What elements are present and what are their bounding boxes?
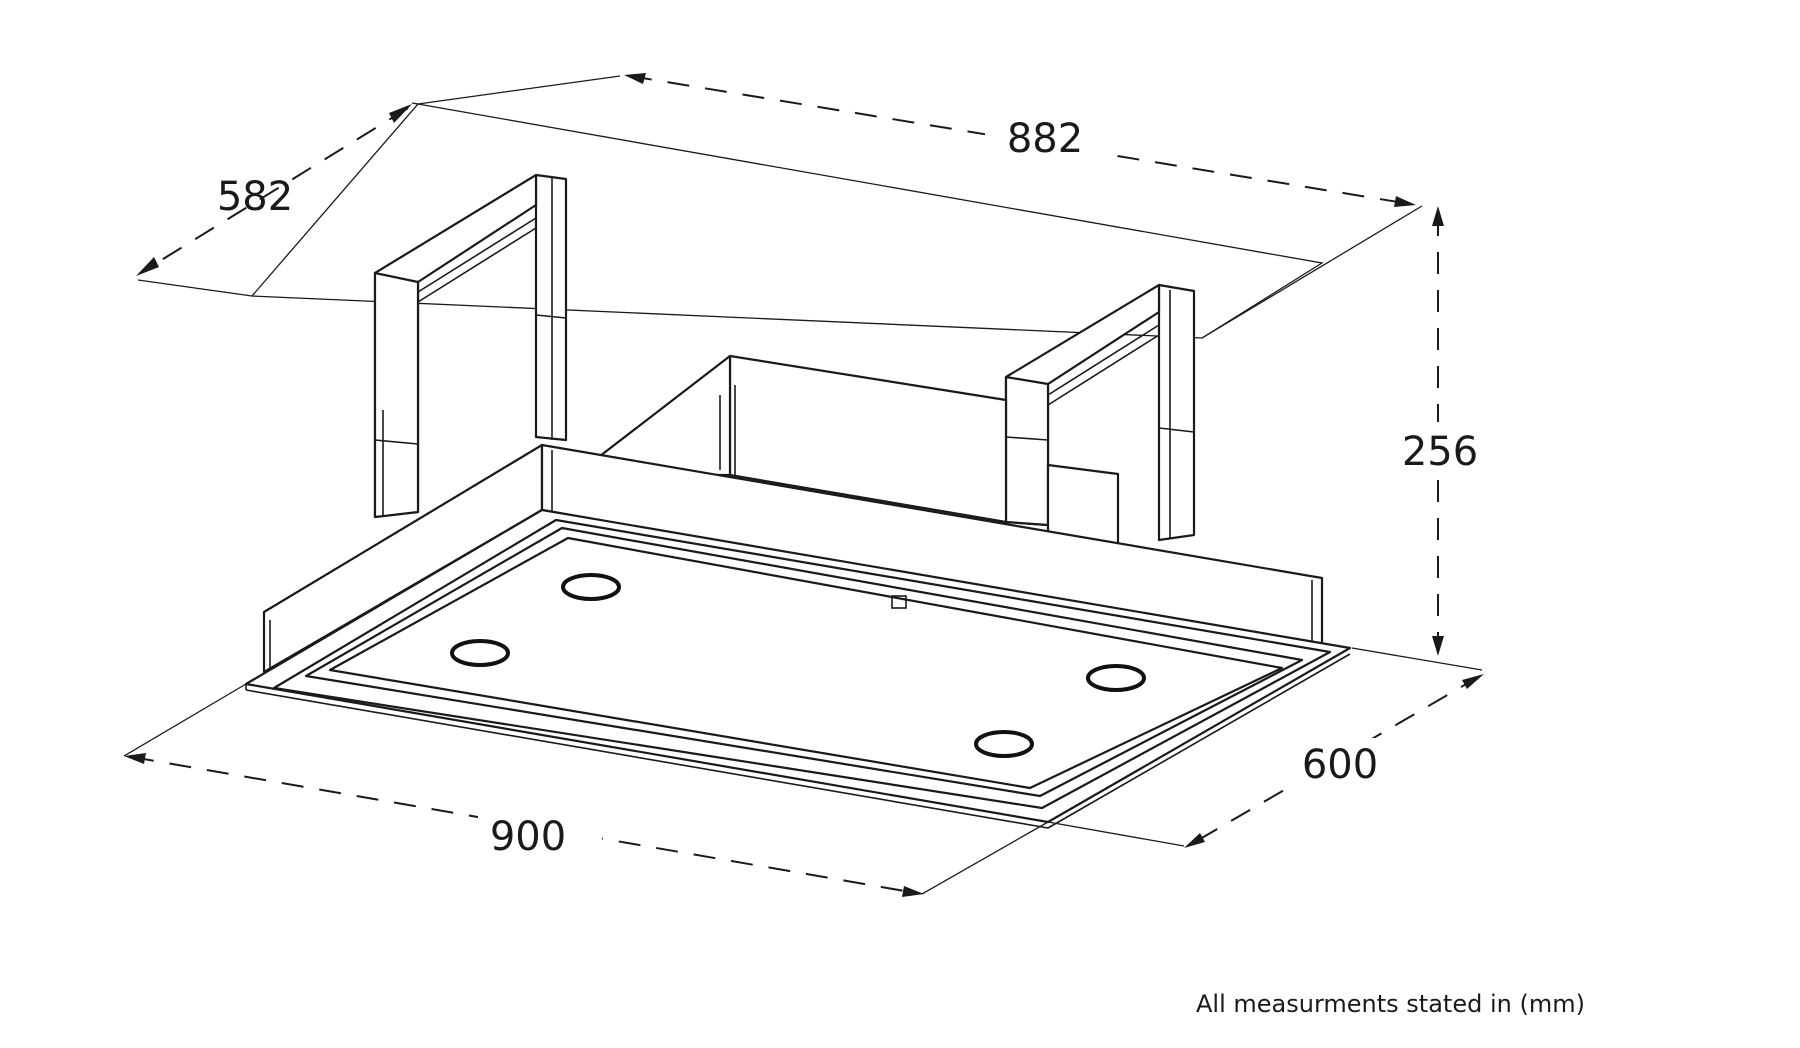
led-light-icon bbox=[450, 639, 510, 667]
sensor-icon bbox=[891, 595, 907, 609]
dimension-600: 600 bbox=[1047, 674, 1484, 848]
led-lights bbox=[450, 573, 1146, 758]
dimension-label-256: 256 bbox=[1402, 429, 1478, 475]
dimension-label-582: 582 bbox=[217, 174, 293, 220]
dimension-582: 582 bbox=[136, 102, 419, 297]
left-mounting-bracket bbox=[373, 173, 568, 519]
dimension-label-900: 900 bbox=[490, 814, 566, 860]
led-light-icon bbox=[974, 730, 1034, 758]
bottom-filter-panel bbox=[328, 536, 1284, 790]
led-light-icon bbox=[1086, 664, 1146, 692]
dimension-882: 882 bbox=[417, 73, 1423, 339]
right-mounting-bracket bbox=[1004, 283, 1196, 542]
dimension-label-882: 882 bbox=[1007, 116, 1083, 162]
units-footnote: All measurments stated in (mm) bbox=[1196, 990, 1585, 1018]
dimension-label-600: 600 bbox=[1302, 742, 1378, 788]
led-light-icon bbox=[561, 573, 621, 601]
dimension-900: 900 bbox=[123, 683, 1049, 897]
dimension-256: 256 bbox=[1351, 206, 1485, 671]
back-housing bbox=[598, 354, 1120, 550]
